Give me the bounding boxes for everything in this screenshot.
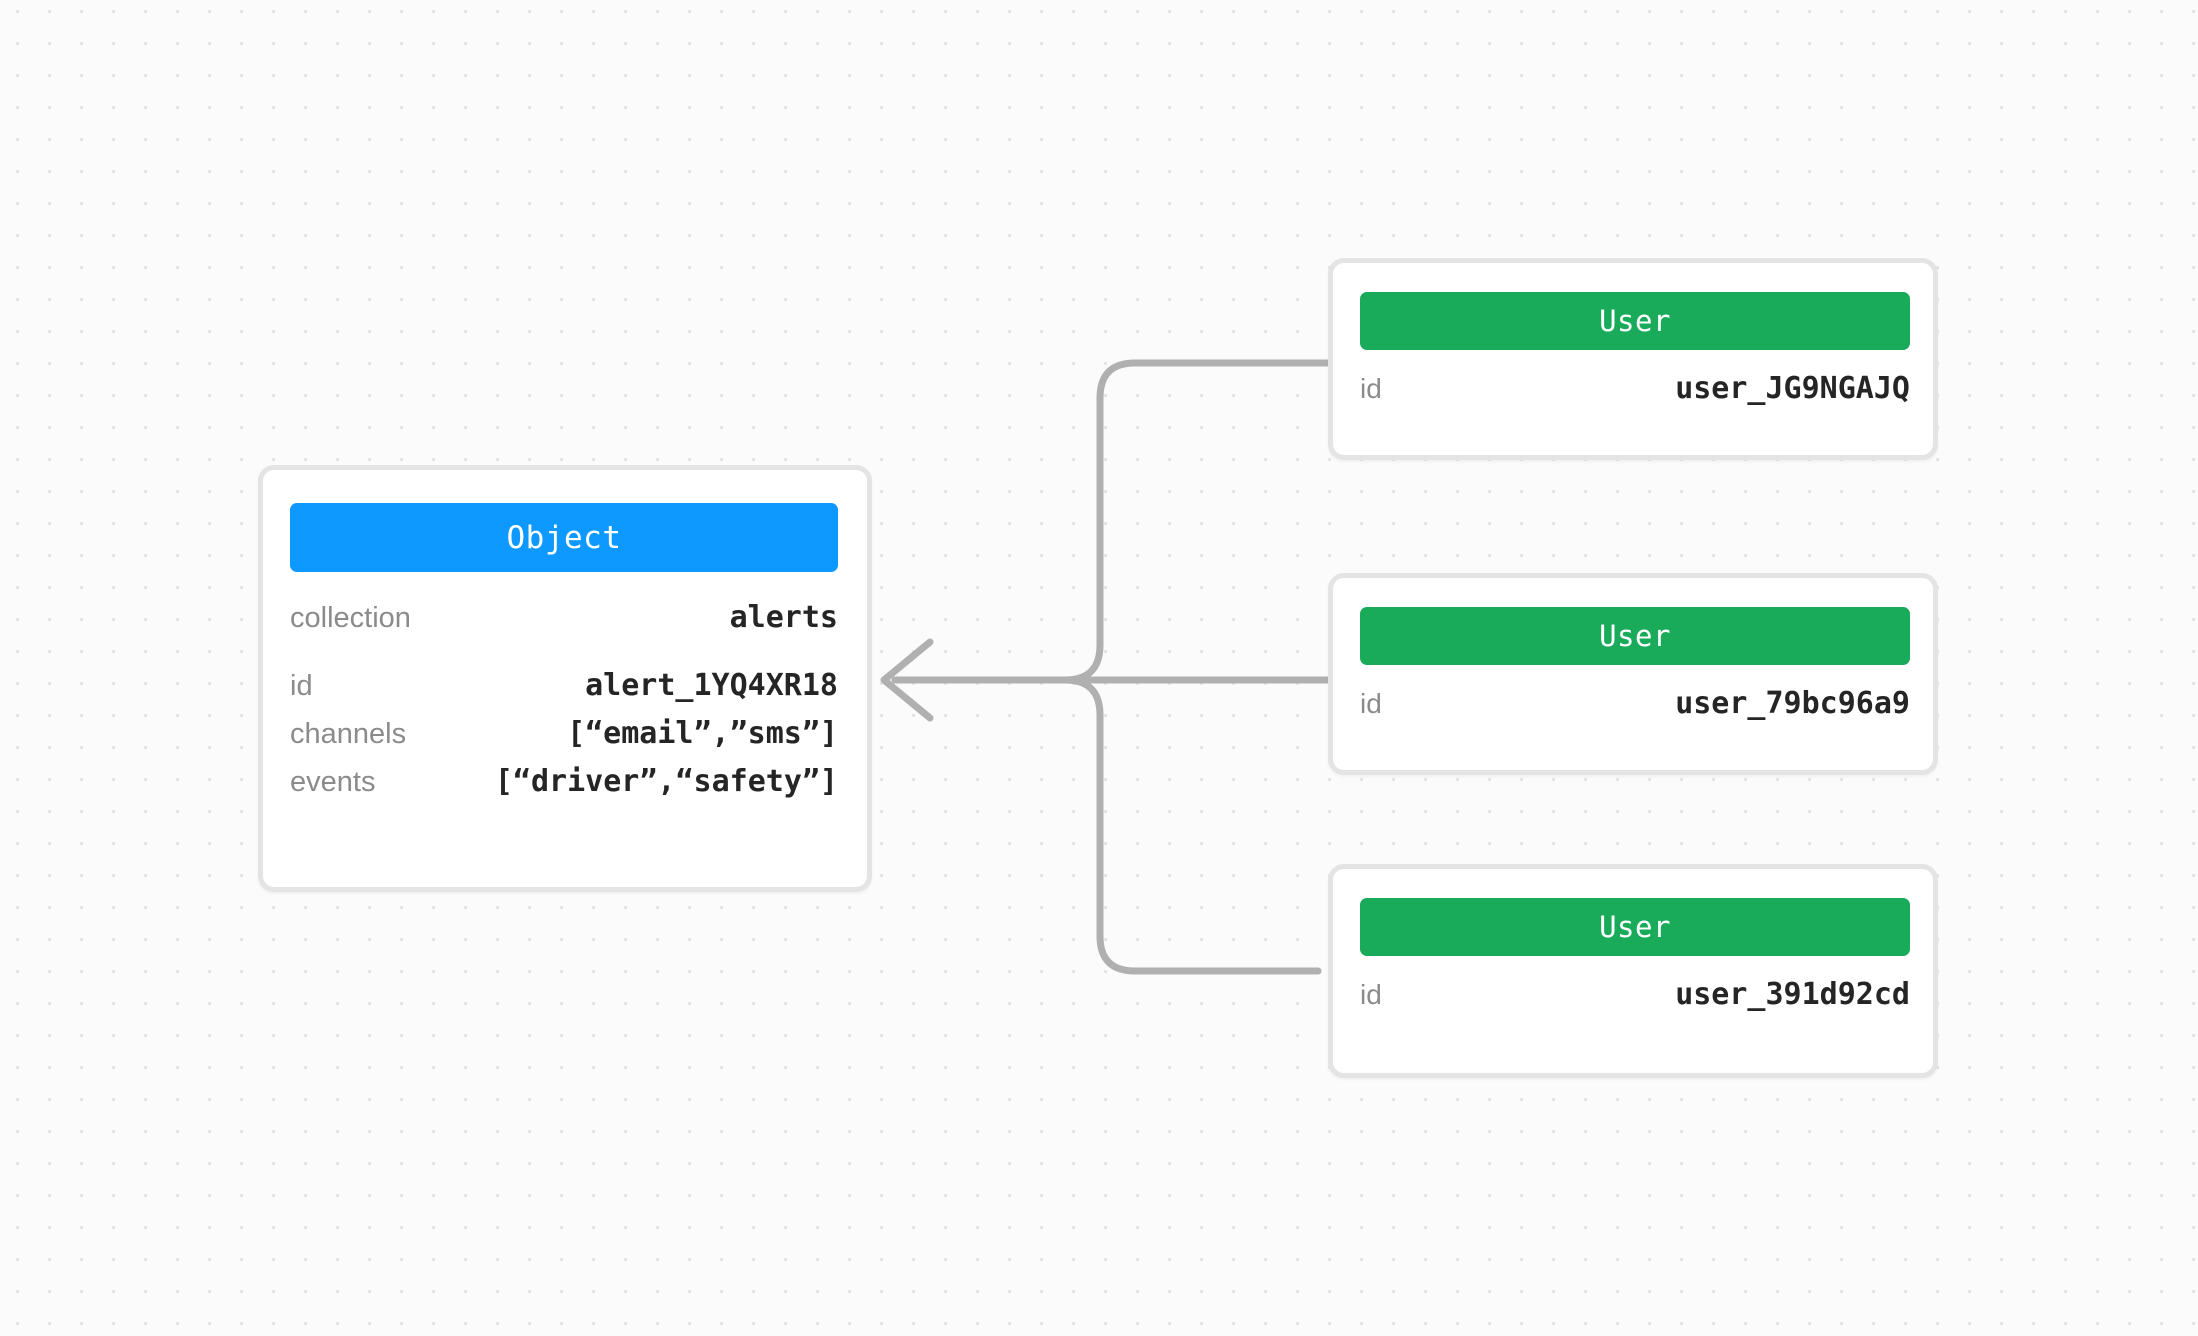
object-field-id: id alert_1YQ4XR18 xyxy=(290,668,838,716)
user-field-id-value: user_JG9NGAJQ xyxy=(1675,371,1910,406)
object-field-events-key: events xyxy=(290,766,376,798)
user-node-header: User xyxy=(1360,898,1910,956)
object-node-header: Object xyxy=(290,503,838,572)
user-node-header: User xyxy=(1360,292,1910,350)
user-node-body: id user_79bc96a9 xyxy=(1360,686,1910,730)
user-node-type-label: User xyxy=(1599,304,1671,338)
user-node[interactable]: User id user_391d92cd xyxy=(1328,864,1938,1078)
connector-to-user-1 xyxy=(891,359,1334,684)
user-node-type-label: User xyxy=(1599,619,1671,653)
object-field-channels: channels [“email”,”sms”] xyxy=(290,716,838,764)
object-field-collection-key: collection xyxy=(290,602,411,634)
object-field-channels-value: [“email”,”sms”] xyxy=(567,716,838,751)
user-field-id: id user_79bc96a9 xyxy=(1360,686,1910,730)
object-field-events-value: [“driver”,“safety”] xyxy=(494,764,838,799)
connector-to-user-3 xyxy=(891,676,1322,975)
user-node[interactable]: User id user_79bc96a9 xyxy=(1328,573,1938,775)
object-node-type-label: Object xyxy=(506,519,622,556)
user-node-body: id user_JG9NGAJQ xyxy=(1360,371,1910,415)
object-field-id-key: id xyxy=(290,670,313,702)
user-node-type-label: User xyxy=(1599,910,1671,944)
user-field-id-value: user_391d92cd xyxy=(1675,977,1910,1012)
object-field-events: events [“driver”,“safety”] xyxy=(290,764,838,812)
user-field-id-key: id xyxy=(1360,979,1382,1010)
field-group-separator xyxy=(290,648,838,668)
connector-arrowhead-icon xyxy=(880,638,934,722)
user-node-body: id user_391d92cd xyxy=(1360,977,1910,1021)
user-field-id-value: user_79bc96a9 xyxy=(1675,686,1910,721)
object-node-body: collection alerts id alert_1YQ4XR18 chan… xyxy=(290,600,838,812)
user-node-header: User xyxy=(1360,607,1910,665)
object-field-collection-value: alerts xyxy=(729,600,838,635)
user-field-id-key: id xyxy=(1360,688,1382,719)
user-field-id: id user_JG9NGAJQ xyxy=(1360,371,1910,415)
user-node[interactable]: User id user_JG9NGAJQ xyxy=(1328,258,1938,460)
object-field-collection: collection alerts xyxy=(290,600,838,648)
object-node[interactable]: Object collection alerts id alert_1YQ4XR… xyxy=(258,465,872,892)
object-field-channels-key: channels xyxy=(290,718,407,750)
object-field-id-value: alert_1YQ4XR18 xyxy=(585,668,838,703)
user-field-id: id user_391d92cd xyxy=(1360,977,1910,1021)
user-field-id-key: id xyxy=(1360,373,1382,404)
